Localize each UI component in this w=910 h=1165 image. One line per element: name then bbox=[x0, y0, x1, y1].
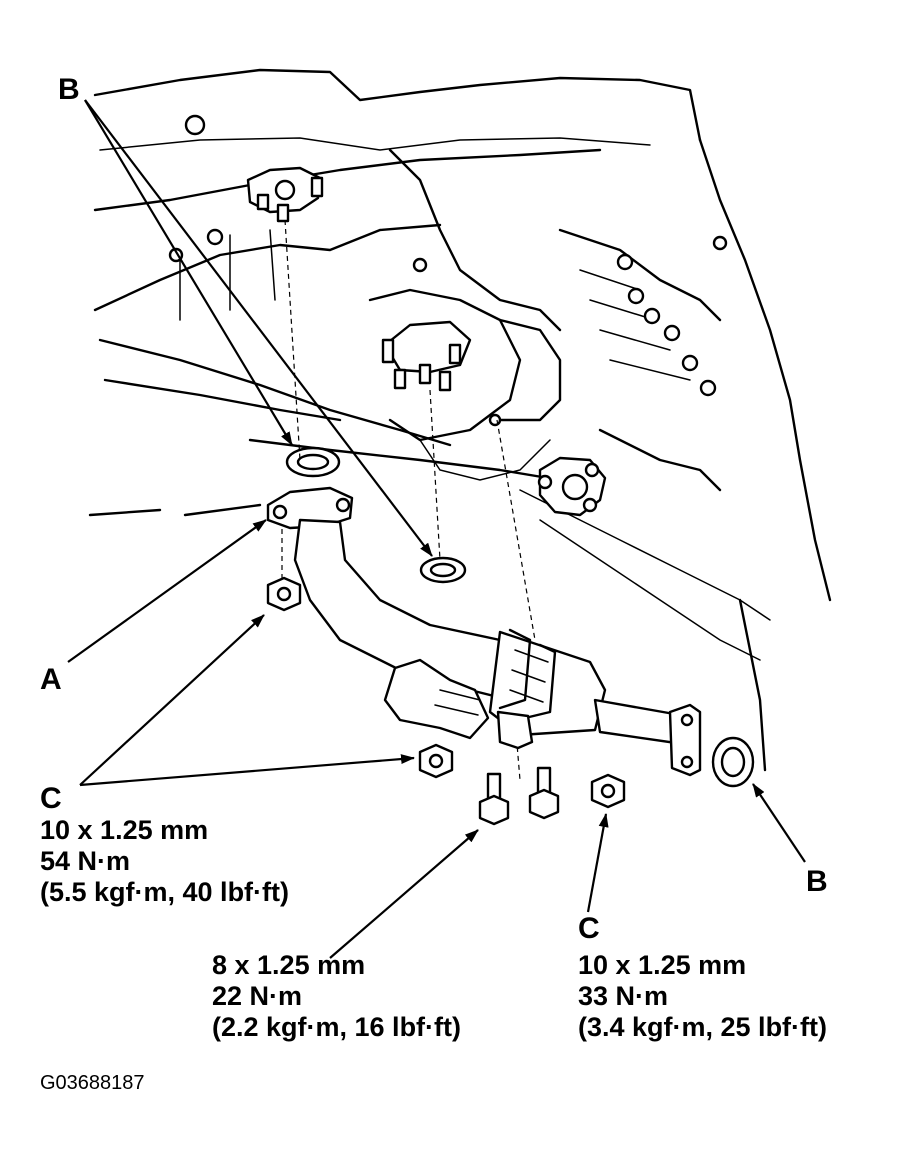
right-flange bbox=[537, 456, 607, 517]
nut-middle bbox=[418, 743, 454, 779]
engine-bolts bbox=[168, 114, 728, 427]
spec-right-torque-alt: (3.4 kgf·m, 25 lbf·ft) bbox=[578, 1012, 828, 1042]
spec-middle-size: 8 x 1.25 mm bbox=[212, 950, 366, 980]
bolt-center bbox=[478, 772, 510, 826]
gasket-right bbox=[711, 736, 755, 788]
label-c-right: C bbox=[578, 912, 600, 945]
manifold-flange-top bbox=[246, 166, 324, 223]
spec-right-nut: 10 x 1.25 mm 33 N·m (3.4 kgf·m, 25 lbf·f… bbox=[578, 950, 827, 1043]
label-a-pipe: A bbox=[40, 663, 62, 696]
nut-left bbox=[266, 576, 302, 612]
gasket-middle bbox=[419, 556, 467, 584]
mid-mount-flange bbox=[381, 320, 472, 392]
nut-right bbox=[590, 773, 626, 809]
spec-left-size: 10 x 1.25 mm bbox=[40, 815, 209, 845]
spec-middle-torque: 22 N·m bbox=[212, 981, 303, 1011]
label-b-top: B bbox=[58, 73, 80, 106]
figure-id: G03688187 bbox=[40, 1072, 145, 1094]
label-c-left: C bbox=[40, 782, 62, 815]
bolt-right bbox=[528, 766, 560, 820]
spec-left-bolt: 10 x 1.25 mm 54 N·m (5.5 kgf·m, 40 lbf·f… bbox=[40, 815, 289, 908]
callout-arrows bbox=[67, 99, 806, 959]
spec-left-torque: 54 N·m bbox=[40, 846, 131, 876]
spec-middle-bolt: 8 x 1.25 mm 22 N·m (2.2 kgf·m, 16 lbf·ft… bbox=[212, 950, 461, 1043]
exhaust-pipe bbox=[266, 486, 702, 777]
label-b-right: B bbox=[806, 865, 828, 898]
spec-left-torque-alt: (5.5 kgf·m, 40 lbf·ft) bbox=[40, 877, 290, 907]
engine-block-outline bbox=[88, 68, 832, 772]
spec-right-torque: 33 N·m bbox=[578, 981, 669, 1011]
spec-right-size: 10 x 1.25 mm bbox=[578, 950, 747, 980]
gasket-top bbox=[285, 446, 341, 478]
spec-middle-torque-alt: (2.2 kgf·m, 16 lbf·ft) bbox=[212, 1012, 462, 1042]
